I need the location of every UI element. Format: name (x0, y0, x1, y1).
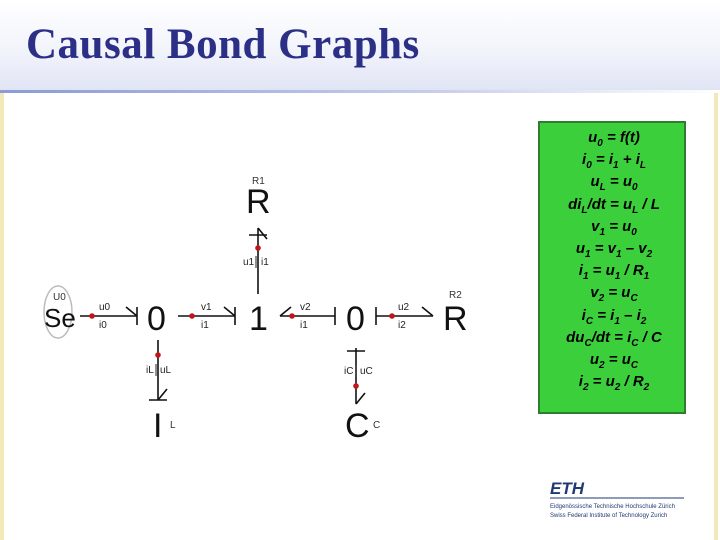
node-capacitor-tag: C (373, 420, 380, 431)
bond-label-flow: iL (146, 365, 154, 376)
bond-label-flow: i0 (99, 320, 107, 331)
junction-1: 1 (249, 300, 268, 338)
node-se-tag: U0 (53, 292, 66, 303)
bond-0-i-half-arrow (157, 388, 168, 401)
bond-0-c-half-arrow (355, 392, 366, 405)
bond-label-flow: i1 (201, 320, 209, 331)
logo-line-1: Eidgenössische Technische Hochschule Zür… (550, 504, 675, 510)
logo-mark: ETH (550, 479, 585, 498)
content-frame (0, 93, 718, 540)
equation-line: u0 = f(t) (588, 129, 640, 149)
equation-line: iC = i1 – i2 (581, 306, 647, 327)
bond-label-flow: i1 (300, 320, 308, 331)
bond-label-effort: u2 (398, 302, 410, 313)
junction-0-right: 0 (346, 300, 365, 338)
node-r1-tag: R1 (252, 176, 265, 187)
bond-label-flow: i2 (398, 320, 406, 331)
title-band (0, 0, 720, 92)
equation-line: uL = u0 (590, 173, 638, 194)
bond-1-0-half-arrow (279, 306, 292, 317)
bond-dot (389, 313, 395, 319)
node-capacitor: C (345, 407, 370, 445)
eth-logo: ETH Eidgenössische Technische Hochschule… (550, 479, 684, 519)
bond-0-r2-half-arrow (421, 306, 434, 317)
equation-line: v1 = u0 (591, 217, 637, 238)
bond-label-flow: iC (344, 366, 353, 377)
equation-line: v2 = uC (590, 284, 638, 305)
equation-line: u2 = uC (589, 351, 639, 371)
bond-label-effort: u0 (99, 302, 111, 313)
bond-se-0-half-arrow (125, 306, 138, 317)
bond-label-flow: i1 (261, 257, 269, 268)
bond-dot (255, 245, 261, 251)
bond-dot (189, 313, 195, 319)
equation-line: i2 = u2 / R2 (578, 373, 650, 394)
equation-line: u1 = v1 – v2 (575, 240, 653, 260)
bond-label-effort: v2 (300, 302, 311, 313)
bond-dot (155, 352, 161, 358)
bond-label-effort: uC (360, 366, 373, 377)
bond-0-1-half-arrow (223, 306, 236, 317)
equation-line: diL/dt = uL / L (568, 195, 660, 216)
junction-0-left: 0 (147, 300, 166, 338)
node-inductor: I (153, 407, 162, 445)
node-inductor-tag: L (170, 420, 176, 431)
equation-line: duC/dt = iC / C (566, 328, 662, 349)
logo-line-2: Swiss Federal Institute of Technology Zu… (550, 513, 667, 519)
equation-line: i1 = u1 / R1 (578, 262, 650, 283)
bond-label-effort: uL (160, 365, 172, 376)
slide-title: Causal Bond Graphs (26, 21, 420, 68)
equation-line: i0 = i1 + iL (582, 151, 646, 172)
bond-label-effort: u1 (243, 257, 255, 268)
bond-dot (289, 313, 295, 319)
node-r2: R (443, 300, 468, 338)
node-se: Se (44, 303, 76, 333)
title-underline (0, 90, 720, 93)
bond-dot (353, 383, 359, 389)
source-ellipse (43, 285, 73, 339)
node-r2-tag: R2 (449, 290, 462, 301)
node-r1: R (246, 183, 271, 221)
bond-label-effort: v1 (201, 302, 212, 313)
bond-dot (89, 313, 95, 319)
bond-1-r1-half-arrow (257, 227, 268, 240)
